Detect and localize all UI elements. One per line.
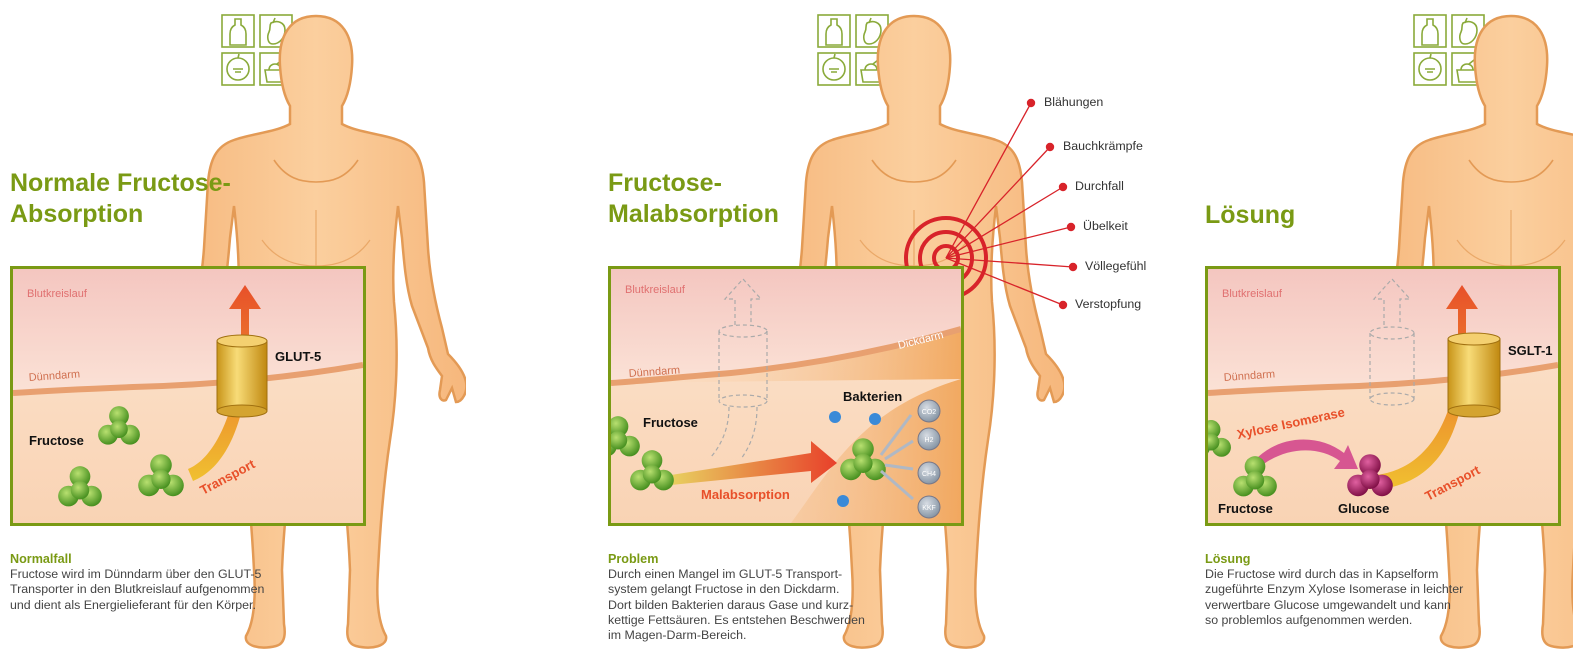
caption-line: verwertbare Glucose umgewandelt und kann [1205, 598, 1505, 613]
panel-title-line: Fructose- [608, 168, 779, 199]
panel-malabsorption: Blähungen Bauchkrämpfe Durchfall Übelkei… [598, 0, 1195, 657]
gas-label: CO2 [922, 409, 937, 416]
solution-inset-diagram: Blutkreislauf Dünndarm SGLT-1 Xylose Iso… [1205, 266, 1561, 526]
glut5-transporter [217, 335, 267, 417]
panel-caption: Lösung Die Fructose wird durch das in Ka… [1205, 552, 1505, 628]
panel-title-line: Lösung [1205, 200, 1295, 231]
label-molecule: Fructose [643, 415, 698, 430]
symptom-dot [1069, 263, 1077, 271]
panel-title-line: Normale Fructose- [10, 168, 231, 199]
caption-line: so problemlos aufgenommen werden. [1205, 613, 1505, 628]
symptom-label: Verstopfung [1075, 297, 1141, 311]
symptom-label: Bauchkrämpfe [1063, 139, 1143, 153]
panel-solution: Lösung Blutkreislauf Dünndarm SGLT-1 X [1195, 0, 1573, 657]
caption-line: Dort bilden Bakterien daraus Gase und ku… [608, 598, 908, 613]
label-product: Glucose [1338, 501, 1389, 516]
absorption-inset-diagram: Blutkreislauf Dünndarm GLUT-5 Fructose T… [10, 266, 366, 526]
sglt1-transporter [1448, 333, 1500, 417]
gas-label: KKF [922, 505, 936, 512]
panel-title-line: Malabsorption [608, 199, 779, 230]
caption-line: im Magen-Darm-Bereich. [608, 628, 908, 643]
symptom-label: Übelkeit [1083, 219, 1128, 233]
panel-caption: Normalfall Fructose wird im Dünndarm übe… [10, 552, 310, 613]
gas-label: CH4 [922, 471, 936, 478]
label-blood: Blutkreislauf [625, 284, 686, 296]
panel-title-line: Absorption [10, 199, 231, 230]
label-transporter: SGLT-1 [1508, 343, 1553, 358]
caption-line: Durch einen Mangel im GLUT-5 Transport- [608, 567, 908, 582]
caption-title: Problem [608, 552, 908, 567]
label-molecule: Fructose [29, 433, 84, 448]
symptom-label: Blähungen [1044, 95, 1103, 109]
label-bacteria: Bakterien [843, 389, 902, 404]
caption-line: Transporter in den Blutkreislauf aufgeno… [10, 582, 310, 597]
panel-normal-absorption: Normale Fructose- Absorption Blutkreisla… [0, 0, 598, 657]
panel-title: Fructose- Malabsorption [608, 168, 779, 230]
caption-line: Fructose wird im Dünndarm über den GLUT-… [10, 567, 310, 582]
label-blood: Blutkreislauf [1222, 288, 1283, 300]
caption-line: zugeführte Enzym Xylose Isomerase in lei… [1205, 582, 1505, 597]
panel-title: Lösung [1205, 200, 1295, 231]
panel-caption: Problem Durch einen Mangel im GLUT-5 Tra… [608, 552, 908, 643]
caption-title: Normalfall [10, 552, 310, 567]
symptom-label: Durchfall [1075, 179, 1124, 193]
caption-line: kettige Fettsäuren. Es entstehen Beschwe… [608, 613, 908, 628]
label-blood: Blutkreislauf [27, 288, 88, 300]
symptom-dot [1067, 223, 1075, 231]
label-molecule: Fructose [1218, 501, 1273, 516]
caption-title: Lösung [1205, 552, 1505, 567]
label-transporter: GLUT-5 [275, 349, 321, 364]
malabsorption-inset-diagram: Blutkreislauf Dünndarm Dickdarm Fructose… [608, 266, 964, 526]
panel-title: Normale Fructose- Absorption [10, 168, 231, 230]
gas-label: H2 [925, 437, 934, 444]
caption-line: system gelangt Fructose in den Dickdarm. [608, 582, 908, 597]
caption-line: und dient als Energielieferant für den K… [10, 598, 310, 613]
symptom-label: Völlegefühl [1085, 259, 1146, 273]
label-arrow: Malabsorption [701, 487, 790, 502]
caption-line: Die Fructose wird durch das in Kapselfor… [1205, 567, 1505, 582]
